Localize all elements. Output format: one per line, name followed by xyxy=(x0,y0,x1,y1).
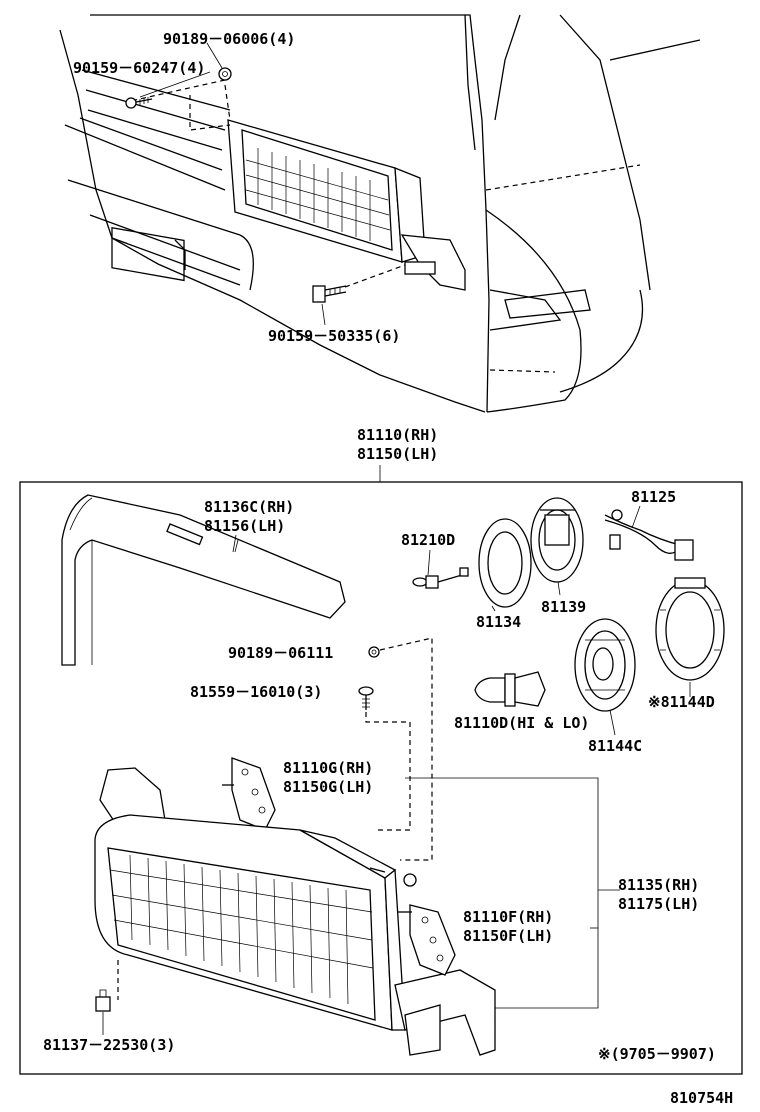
headlamp-housing-81135-icon xyxy=(94,767,496,1056)
label-81110f-rh: 81110F(RH) xyxy=(463,908,553,926)
trim-molding-81136c xyxy=(61,494,346,666)
figure-code: 810754H xyxy=(670,1089,733,1107)
bolt-90159-50335-icon xyxy=(312,285,347,303)
label-81136c-rh: 81136C(RH) xyxy=(204,498,294,516)
bracket-81110f-icon xyxy=(398,904,456,976)
label-81144d: ※81144D xyxy=(648,693,715,711)
screw-81559-16010-icon xyxy=(358,686,374,710)
label-90189-06111: 90189－06111 xyxy=(228,644,333,662)
nut-90189-06006-icon xyxy=(218,67,232,81)
retaining-ring-81144d-icon xyxy=(655,577,725,681)
label-81210d: 81210D xyxy=(401,531,455,549)
label-81110g-rh: 81110G(RH) xyxy=(283,759,373,777)
socket-81139-icon xyxy=(530,497,584,583)
label-81135-rh: 81135(RH) xyxy=(618,876,699,894)
label-81134: 81134 xyxy=(476,613,521,631)
assembly-exploded-view-frame xyxy=(19,481,743,1075)
label-90159-50335: 90159－50335(6) xyxy=(268,327,400,345)
bracket-81110g-icon xyxy=(222,757,276,831)
gasket-81134-icon xyxy=(478,518,532,608)
label-81137-22530: 81137－22530(3) xyxy=(43,1036,175,1054)
label-81175-lh: 81175(LH) xyxy=(618,895,699,913)
nut-90189-06111-icon xyxy=(368,646,380,658)
bolt-90159-60247-icon xyxy=(125,97,153,109)
retaining-ring-81144c-icon xyxy=(574,618,636,712)
label-assembly-rh: 81110(RH) xyxy=(357,426,438,444)
label-81139: 81139 xyxy=(541,598,586,616)
side-marker-bulb-81210d-icon xyxy=(412,567,469,589)
label-81150f-lh: 81150F(LH) xyxy=(463,927,553,945)
applicability-note: ※(9705－9907) xyxy=(598,1045,716,1063)
label-81559-16010: 81559－16010(3) xyxy=(190,683,322,701)
label-90189-06006: 90189－06006(4) xyxy=(163,30,295,48)
label-81125: 81125 xyxy=(631,488,676,506)
label-81144c: 81144C xyxy=(588,737,642,755)
label-90159-60247: 90159－60247(4) xyxy=(73,59,205,77)
vehicle-front-illustration xyxy=(59,14,701,413)
clip-81137-22530-icon xyxy=(95,989,111,1012)
label-assembly-lh: 81150(LH) xyxy=(357,445,438,463)
headlamp-bulb-81110d-icon xyxy=(474,671,546,707)
wire-harness-81125-icon xyxy=(604,509,694,561)
label-81150g-lh: 81150G(LH) xyxy=(283,778,373,796)
label-81110d: 81110D(HI & LO) xyxy=(454,714,589,732)
label-81156-lh: 81156(LH) xyxy=(204,517,285,535)
